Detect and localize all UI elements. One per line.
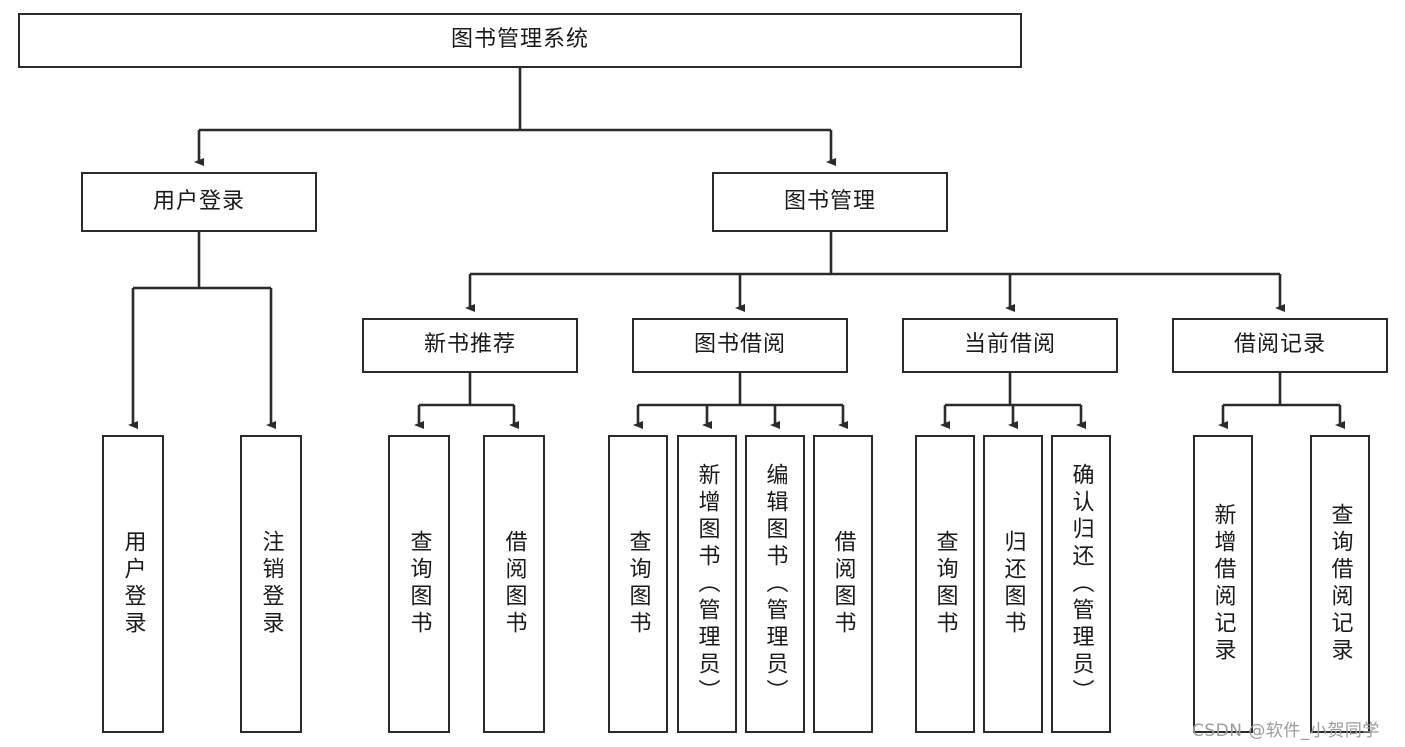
leaf-confirm-return-admin-label: 确认归还（管理员） (1068, 462, 1094, 706)
node-new-book-recommend-label: 新书推荐 (423, 332, 516, 358)
leaf-query-book-rec[interactable]: 查询图书 (388, 435, 450, 733)
leaf-query-borrow-record[interactable]: 查询借阅记录 (1310, 435, 1370, 733)
leaf-add-borrow-record-label: 新增借阅记录 (1210, 503, 1236, 665)
leaf-confirm-return-admin[interactable]: 确认归还（管理员） (1051, 435, 1111, 733)
leaf-user-login[interactable]: 用户登录 (102, 435, 164, 733)
leaf-logout-label: 注销登录 (258, 530, 284, 638)
node-new-book-recommend[interactable]: 新书推荐 (362, 318, 578, 373)
leaf-borrow-book-label: 借阅图书 (830, 530, 856, 638)
leaf-edit-book-admin-label: 编辑图书（管理员） (762, 462, 788, 706)
leaf-add-book-admin-label: 新增图书（管理员） (694, 462, 720, 706)
node-book-manage-label: 图书管理 (783, 188, 876, 214)
node-user-login[interactable]: 用户登录 (81, 172, 317, 232)
node-user-login-label: 用户登录 (152, 188, 245, 214)
node-book-borrow[interactable]: 图书借阅 (632, 318, 848, 373)
leaf-query-borrow-record-label: 查询借阅记录 (1327, 503, 1353, 665)
leaf-query-book-cur[interactable]: 查询图书 (915, 435, 975, 733)
node-root-label: 图书管理系统 (450, 27, 589, 53)
leaf-return-book-label: 归还图书 (1000, 530, 1026, 638)
leaf-logout[interactable]: 注销登录 (240, 435, 302, 733)
node-current-borrow[interactable]: 当前借阅 (902, 318, 1118, 373)
leaf-add-borrow-record[interactable]: 新增借阅记录 (1193, 435, 1253, 733)
leaf-query-book-borrow-label: 查询图书 (625, 530, 651, 638)
leaf-edit-book-admin[interactable]: 编辑图书（管理员） (745, 435, 805, 733)
node-book-borrow-label: 图书借阅 (693, 332, 786, 358)
leaf-borrow-book[interactable]: 借阅图书 (813, 435, 873, 733)
leaf-query-book-borrow[interactable]: 查询图书 (608, 435, 668, 733)
leaf-borrow-book-rec-label: 借阅图书 (501, 530, 527, 638)
leaf-query-book-cur-label: 查询图书 (932, 530, 958, 638)
leaf-add-book-admin[interactable]: 新增图书（管理员） (677, 435, 737, 733)
node-root[interactable]: 图书管理系统 (18, 13, 1022, 68)
watermark-text: CSDN @软件_小贺同学 (1192, 721, 1380, 741)
node-book-manage[interactable]: 图书管理 (712, 172, 948, 232)
leaf-return-book[interactable]: 归还图书 (983, 435, 1043, 733)
leaf-query-book-rec-label: 查询图书 (406, 530, 432, 638)
leaf-borrow-book-rec[interactable]: 借阅图书 (483, 435, 545, 733)
node-current-borrow-label: 当前借阅 (963, 332, 1056, 358)
node-borrow-record-label: 借阅记录 (1233, 332, 1326, 358)
leaf-user-login-label: 用户登录 (120, 530, 146, 638)
node-borrow-record[interactable]: 借阅记录 (1172, 318, 1388, 373)
